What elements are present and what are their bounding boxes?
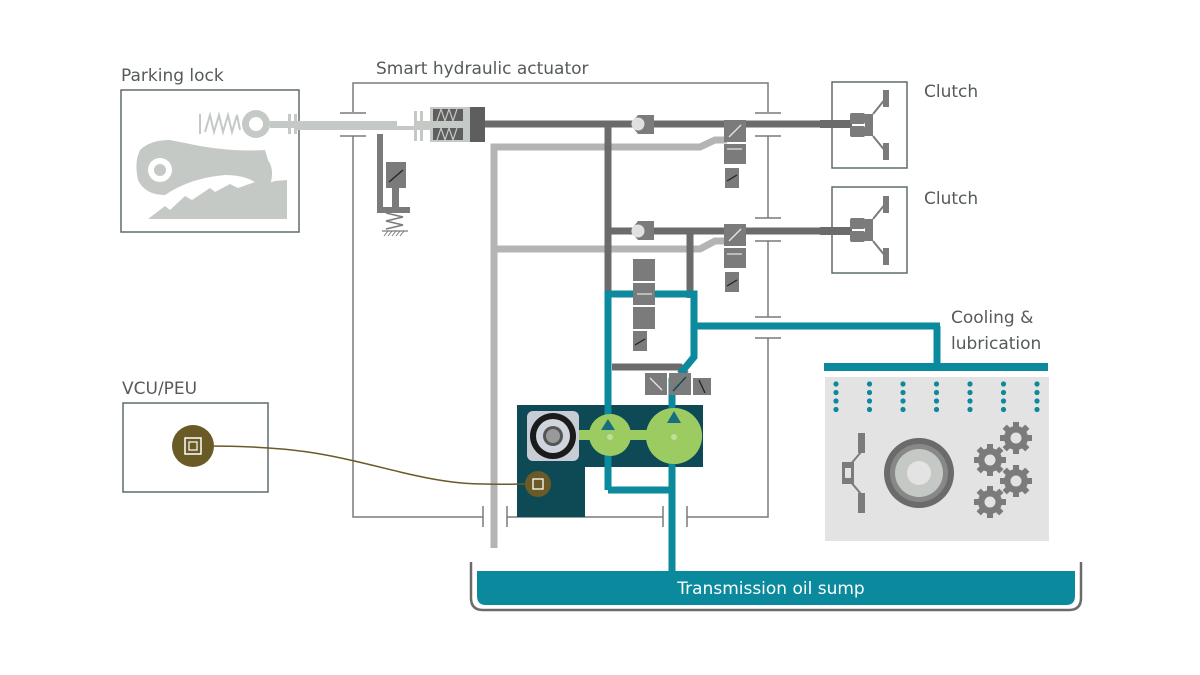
- sump-oil: [477, 571, 1075, 605]
- clutch-box-1: [820, 81, 908, 169]
- clutch-pack-icon: [842, 433, 865, 513]
- oil-drop: [900, 406, 906, 413]
- oil-drop: [900, 389, 906, 396]
- gear-icon: [974, 486, 1006, 518]
- oil-drop: [1034, 389, 1040, 396]
- check-valve-1: [630, 115, 654, 134]
- oil-drop: [1034, 381, 1040, 387]
- clutch-1-label: Clutch: [924, 82, 978, 102]
- vcu-peu-label: VCU/PEU: [122, 379, 197, 399]
- actuator-cylinder: [430, 107, 485, 142]
- oil-drop: [900, 398, 906, 404]
- oil-drop: [1000, 381, 1007, 387]
- gears-icon: [974, 422, 1032, 518]
- oil-drop: [900, 381, 906, 387]
- gear-icon: [1000, 422, 1032, 454]
- oil-drop: [1034, 406, 1040, 413]
- oil-drop: [933, 406, 940, 413]
- cooling-label-line1: Cooling &: [951, 308, 1033, 328]
- oil-drop: [967, 389, 973, 396]
- parking-lock-mechanism-icon: [136, 110, 297, 219]
- sump-label: Transmission oil sump: [676, 579, 864, 599]
- electric-motor-icon: [527, 411, 579, 461]
- parking-lock-label: Parking lock: [121, 66, 224, 86]
- pump-unit: [517, 400, 703, 517]
- oil-drop: [866, 398, 873, 404]
- oil-drop: [833, 398, 839, 404]
- parking-lock-rod: [297, 111, 431, 141]
- oil-drop: [967, 406, 973, 413]
- cooling-label-line2: lubrication: [951, 334, 1041, 354]
- lock-solenoid: [377, 134, 410, 237]
- actuator-label: Smart hydraulic actuator: [376, 59, 589, 79]
- oil-drop: [833, 406, 839, 413]
- oil-drop: [866, 406, 873, 413]
- oil-drop: [1034, 398, 1040, 404]
- cooling-manifold: [824, 363, 1048, 371]
- actuator-bracket: [340, 82, 781, 527]
- return-lines: [490, 136, 727, 548]
- cooling-valve-group: [645, 373, 711, 395]
- clutch-valve-2: [724, 224, 746, 292]
- oil-drop: [833, 389, 839, 396]
- clutch-valve-1: [724, 120, 746, 188]
- oil-drop: [933, 389, 940, 396]
- oil-drop: [866, 389, 873, 396]
- oil-drop: [967, 381, 973, 387]
- pressure-valve-stack: [633, 259, 655, 351]
- oil-drop: [967, 398, 973, 404]
- integrated-controller-icon: [525, 471, 551, 497]
- oil-drop: [1000, 398, 1007, 404]
- vcu-chip-icon: [172, 425, 214, 467]
- bearing-icon: [884, 438, 954, 508]
- oil-drop: [833, 381, 839, 387]
- sump-outline: [469, 562, 1083, 612]
- check-valve-2: [630, 221, 654, 240]
- oil-drop: [933, 381, 940, 387]
- oil-nozzles: [833, 381, 1040, 413]
- gear-icon: [1000, 465, 1032, 497]
- clutch-box-2: [820, 186, 908, 274]
- oil-drop: [933, 398, 940, 404]
- gear-icon: [974, 444, 1006, 476]
- clutch-2-label: Clutch: [924, 189, 978, 209]
- signal-wire: [204, 445, 526, 486]
- oil-drop: [1000, 406, 1007, 413]
- oil-drop: [1000, 389, 1007, 396]
- oil-drop: [866, 381, 873, 387]
